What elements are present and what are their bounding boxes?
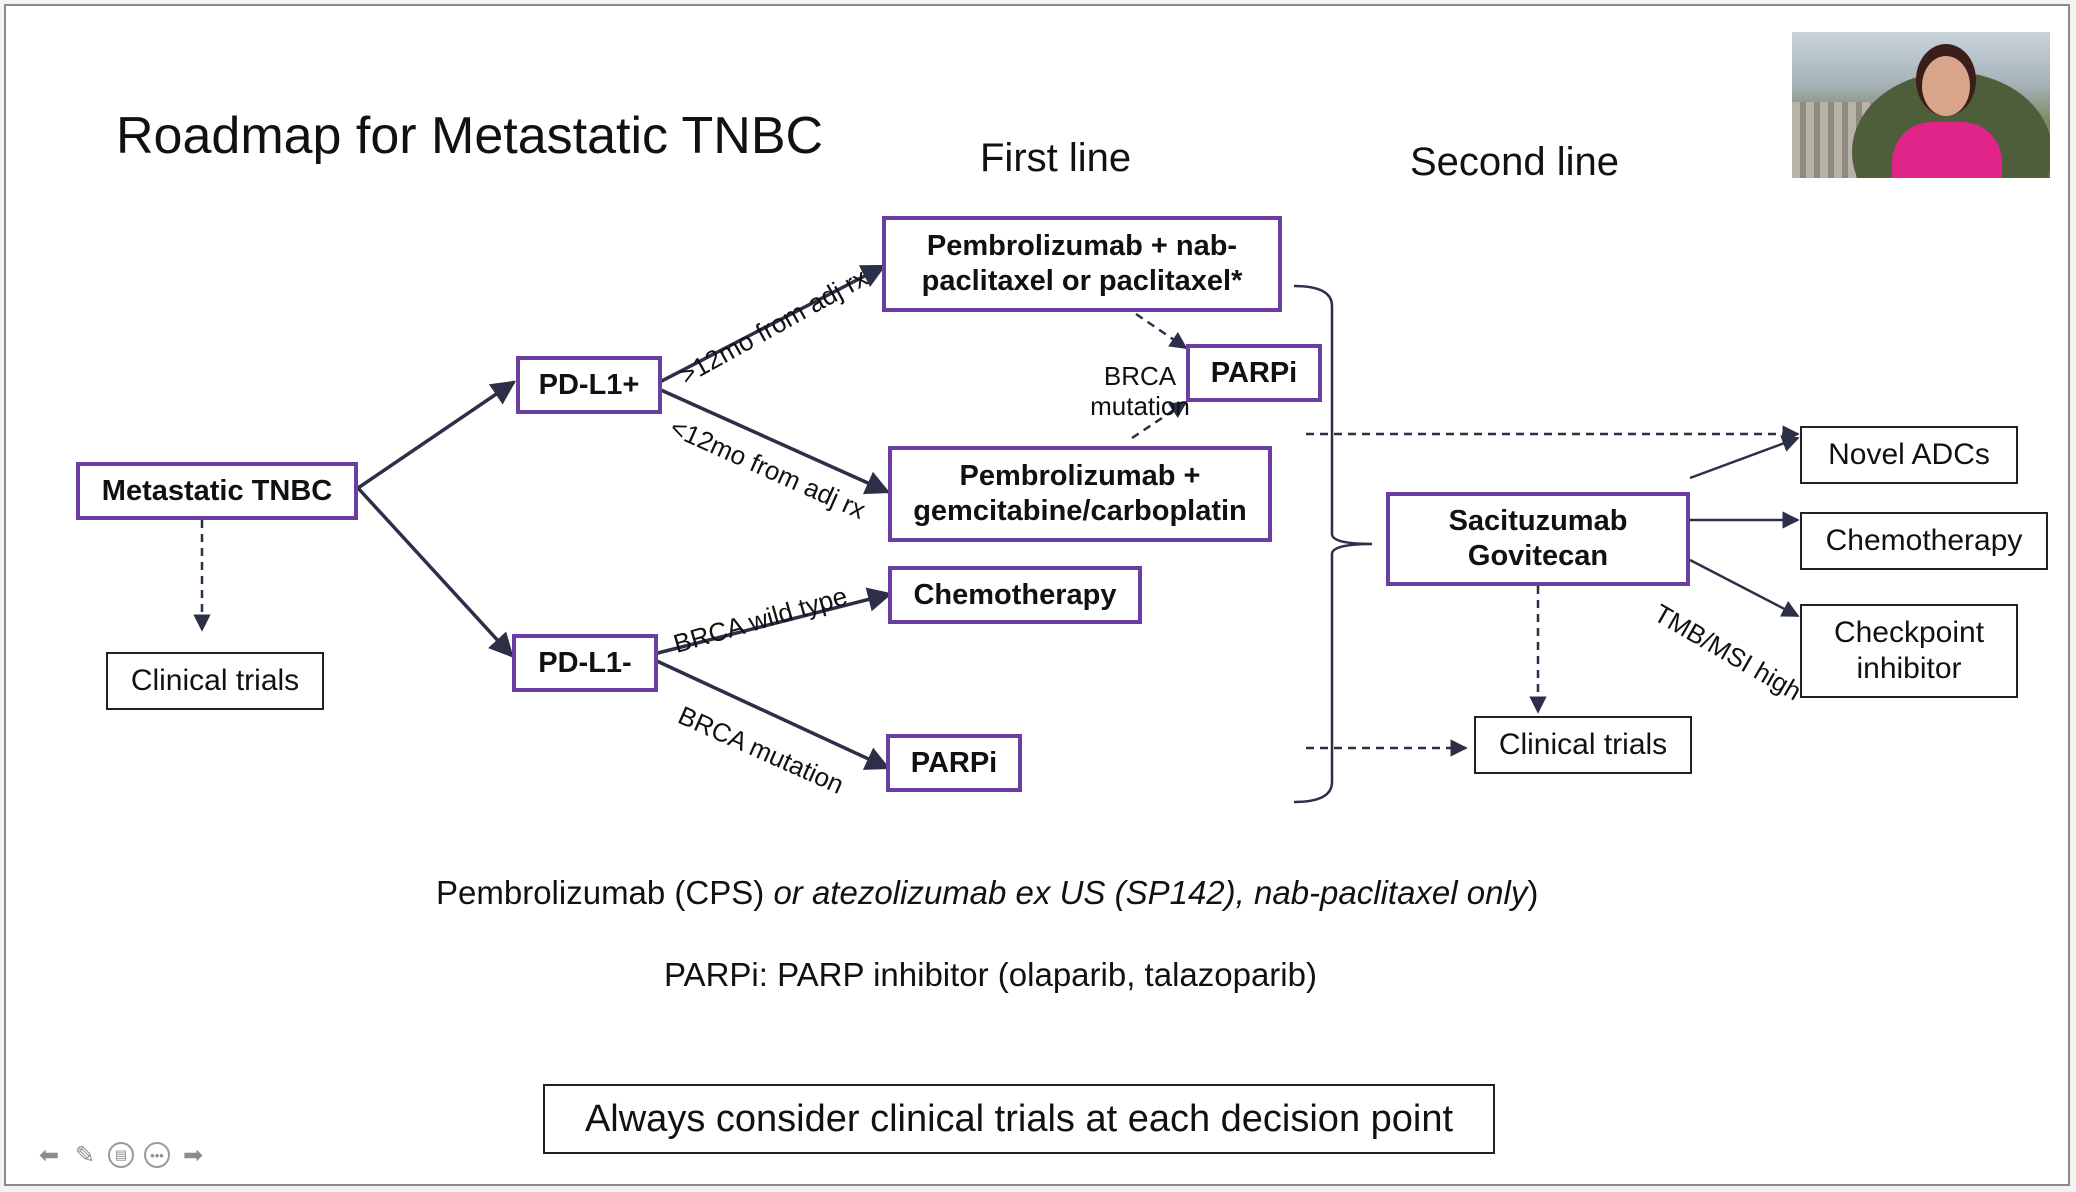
slide: Roadmap for Metastatic TNBC First line S… (30, 30, 2060, 1170)
label-brca-mutation-top: BRCA mutation (1090, 361, 1190, 421)
presenter-body (1892, 122, 2002, 178)
presenter-figure (1892, 50, 2002, 178)
edge-gem-to-parpi-top (1131, 400, 1188, 440)
footnote-parpi: PARPi: PARP inhibitor (olaparib, talazop… (664, 956, 1317, 993)
node-novel-adcs: Novel ADCs (1800, 426, 2018, 484)
edge-pdl1pos-to-pembro-nab (651, 264, 887, 388)
presenter-video[interactable] (1792, 32, 2050, 178)
node-pembro-nab: Pembrolizumab + nab-paclitaxel or paclit… (882, 216, 1282, 312)
edge-sg-to-checkpoint (1689, 558, 1800, 618)
more-icon[interactable]: ••• (144, 1142, 170, 1168)
first-line-bracket (1293, 284, 1373, 804)
slide-title: Roadmap for Metastatic TNBC (116, 107, 824, 165)
clinical-trials-callout: Always consider clinical trials at each … (543, 1084, 1495, 1154)
edge-pdl1neg-to-parpi (645, 654, 891, 770)
footnote-pembro-normal: Pembrolizumab (CPS) (436, 874, 774, 911)
node-clinical-trials-left: Clinical trials (106, 652, 324, 710)
node-chemotherapy-second: Chemotherapy (1800, 512, 2048, 570)
arrow-right-icon[interactable]: ➡ (182, 1141, 204, 1169)
edge-pembro-to-parpi-top (1135, 312, 1188, 350)
node-metastatic-tnbc: Metastatic TNBC (76, 462, 358, 520)
node-checkpoint-inhibitor: Checkpoint inhibitor (1800, 604, 2018, 698)
node-parpi-top: PARPi (1186, 344, 1322, 402)
second-line-heading: Second line (1410, 140, 1620, 184)
node-parpi-bottom: PARPi (886, 734, 1022, 792)
first-line-heading: First line (980, 136, 1132, 180)
edge-meta-to-pdl1pos (357, 380, 517, 490)
node-pdl1-negative: PD-L1- (512, 634, 658, 692)
node-pdl1-positive: PD-L1+ (516, 356, 662, 414)
slides-icon[interactable]: ▤ (108, 1142, 134, 1168)
edge-pdl1pos-to-pembro-gem (651, 384, 891, 495)
node-pembro-gem: Pembrolizumab + gemcitabine/carboplatin (888, 446, 1272, 542)
edge-sg-to-novel (1689, 435, 1800, 480)
node-clinical-trials-right: Clinical trials (1474, 716, 1692, 774)
presenter-head (1922, 56, 1970, 116)
footnote-pembro-end: ) (1527, 874, 1539, 911)
pen-icon[interactable]: ✎ (74, 1141, 96, 1169)
footnote-pembrolizumab: Pembrolizumab (CPS) or atezolizumab ex U… (436, 874, 1538, 912)
slideshow-toolbar: ⬅ ✎ ▤ ••• ➡ (36, 1141, 206, 1169)
edge-meta-to-pdl1neg (356, 486, 514, 658)
arrow-left-icon[interactable]: ⬅ (38, 1141, 60, 1169)
node-chemotherapy-first: Chemotherapy (888, 566, 1142, 624)
diagram-connectors (193, 264, 1800, 804)
edge-pdl1neg-to-chemo (645, 587, 893, 658)
node-sacituzumab: Sacituzumab Govitecan (1386, 492, 1690, 586)
presentation-window: Roadmap for Metastatic TNBC First line S… (4, 4, 2070, 1186)
footnote-pembro-italic: or atezolizumab ex US (SP142), nab-pacli… (773, 874, 1528, 911)
